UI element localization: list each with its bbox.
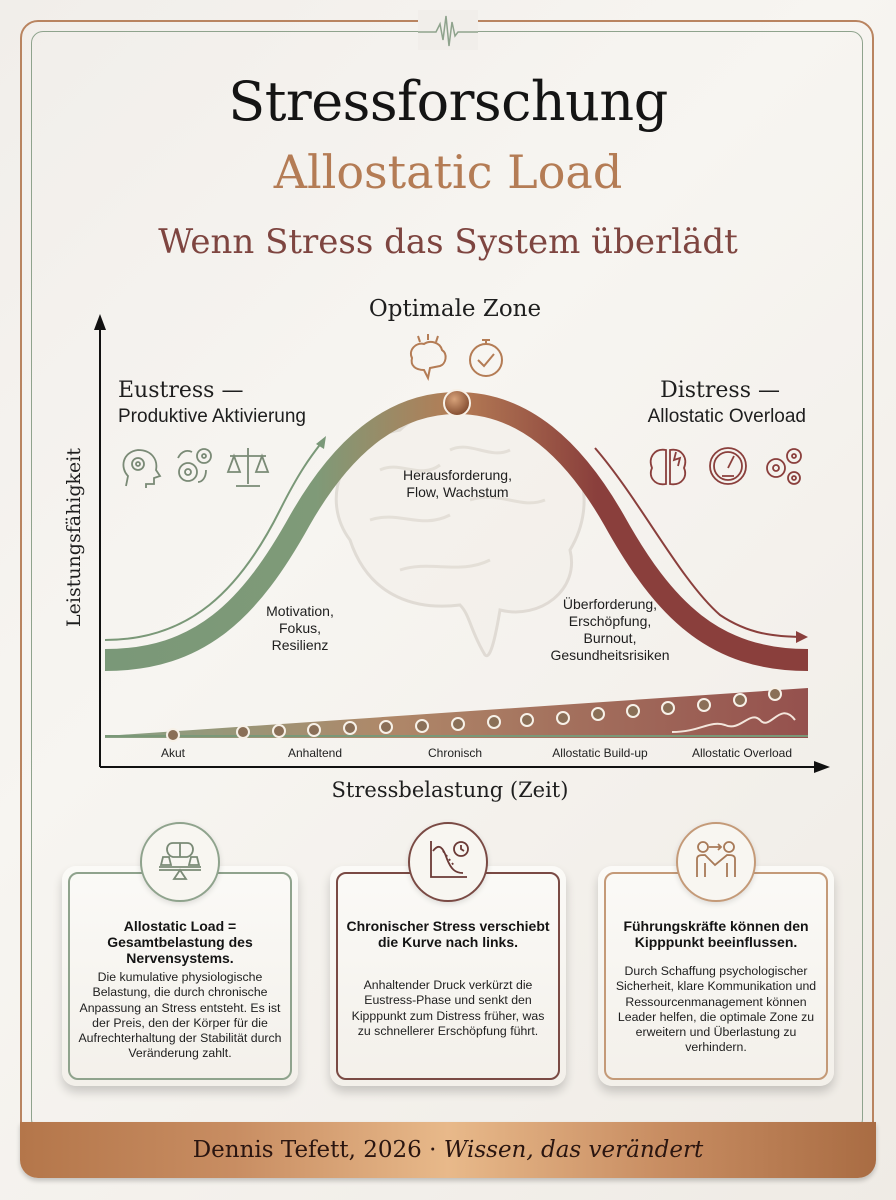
phase-label: Allostatic Build-up — [552, 746, 648, 760]
info-card-leadership: Führungskräfte können den Kipppunkt beei… — [598, 822, 834, 1086]
brain-illustration-icon — [334, 406, 586, 658]
balance-scale-icon — [226, 448, 270, 487]
brain-on-scale-icon — [140, 822, 220, 902]
footer-motto: Wissen, das verändert — [443, 1137, 704, 1163]
phase-label: Chronisch — [427, 746, 483, 760]
gears-icon — [766, 448, 802, 485]
info-card-chronic-stress: Chronischer Stress verschiebt die Kurve … — [330, 822, 566, 1086]
gauge-icon — [709, 447, 747, 485]
shifted-curve-clock-icon — [408, 822, 488, 902]
card-title: Führungskräfte können den Kipppunkt beei… — [623, 918, 809, 950]
info-card-allostatic-load: Allostatic Load = Gesamtbelastung des Ne… — [62, 822, 298, 1086]
y-axis-label: Leistungsfähigkeit — [63, 447, 85, 627]
card-body: Durch Schaffung psychologischer Sicherhe… — [615, 964, 817, 1055]
peak-marker — [443, 389, 471, 417]
distress-title: Distress — — [660, 378, 780, 403]
x-axis-label: Stressbelastung (Zeit) — [331, 778, 569, 802]
footer-author: Dennis Tefett, 2026 · — [192, 1137, 444, 1163]
card-body: Anhaltender Druck verkürzt die Eustress-… — [351, 978, 545, 1038]
optimal-brain-icon — [410, 334, 447, 382]
page-title: Stressforschung — [228, 70, 668, 133]
broken-brain-icon — [649, 448, 687, 486]
card-title: Chronischer Stress verschiebt die Kurve … — [346, 918, 550, 950]
eustress-title: Eustress — — [118, 378, 244, 403]
eustress-subtitle: Produktive Aktivierung — [118, 406, 306, 427]
heartbeat-ornament-icon — [418, 10, 478, 50]
optimal-zone-label: Optimale Zone — [368, 296, 542, 322]
eustress-effects: Motivation, Fokus, Resilienz — [266, 603, 334, 653]
card-title: Allostatic Load = Gesamtbelastung des Ne… — [107, 918, 253, 966]
footer-banner: Dennis Tefett, 2026 · Wissen, das veränd… — [20, 1122, 876, 1178]
distress-effects: Überforderung, Erschöpfung, Burnout, Ges… — [550, 596, 670, 663]
gears-cycle-icon — [177, 448, 212, 483]
phase-label: Anhaltend — [287, 746, 343, 760]
phase-label: Akut — [160, 746, 185, 760]
handshake-people-icon — [676, 822, 756, 902]
distress-subtitle: Allostatic Overload — [647, 406, 806, 427]
head-gear-icon — [122, 449, 162, 488]
optimal-zone-text: Herausforderung, Flow, Wachstum — [403, 467, 512, 500]
page-tagline: Wenn Stress das System überlädt — [158, 222, 738, 262]
card-body: Die kumulative physiologische Belastung,… — [78, 970, 282, 1061]
stopwatch-check-icon — [469, 339, 503, 377]
page-subtitle: Allostatic Load — [273, 145, 623, 199]
phase-label: Allostatic Overload — [691, 746, 793, 760]
